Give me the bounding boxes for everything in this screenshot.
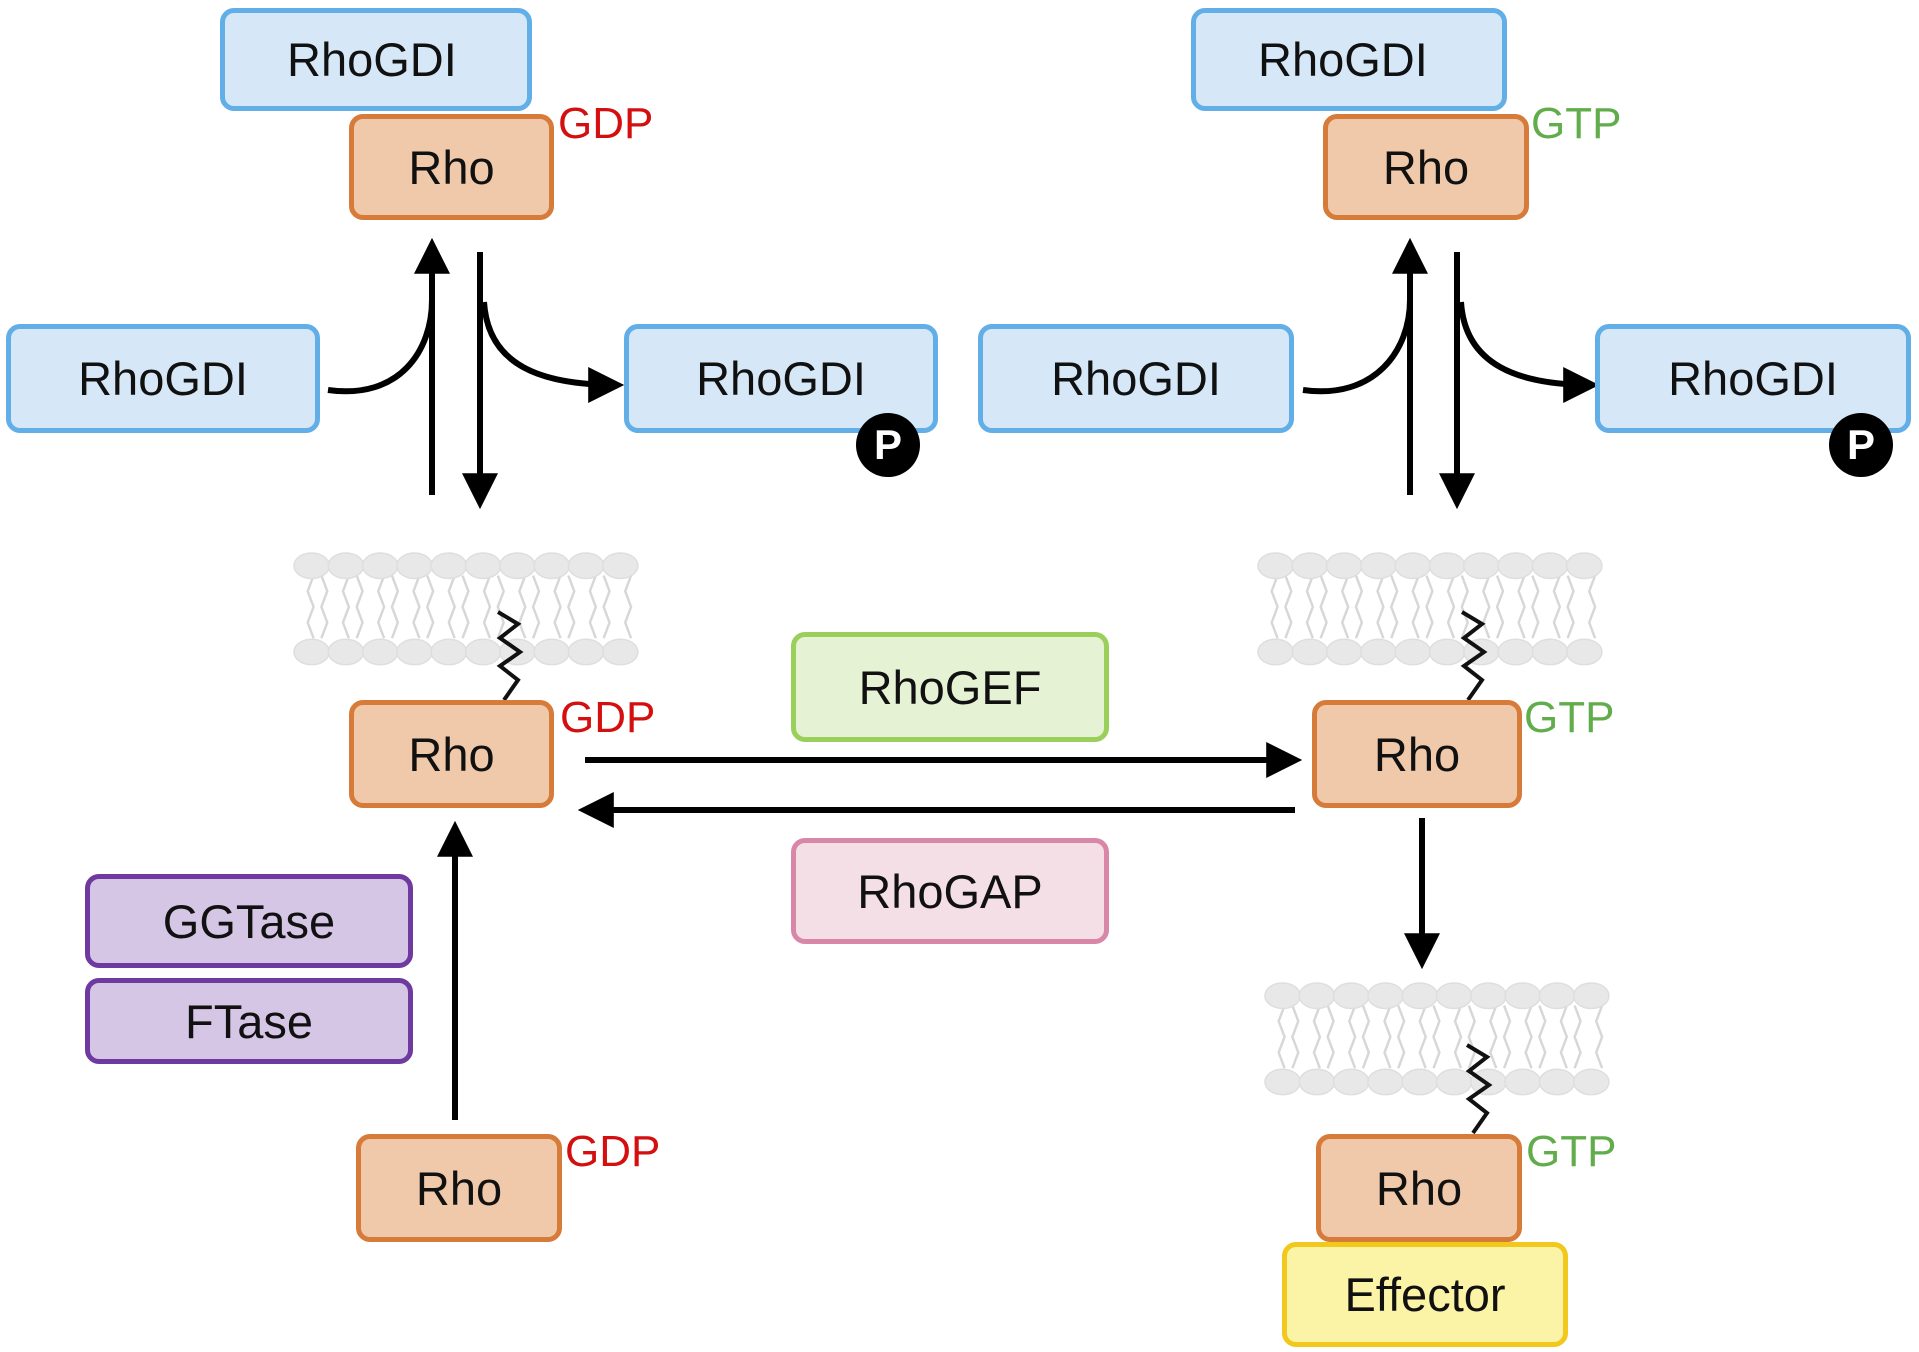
membrane-right-middle bbox=[1256, 551, 1604, 666]
arrow-gdi-binding-right bbox=[1302, 299, 1413, 395]
rhogdi-box: RhoGDI bbox=[1191, 8, 1507, 111]
gdp-label: GDP bbox=[558, 99, 654, 148]
rhogdi-phosphorylated-box: RhoGDI bbox=[624, 324, 938, 433]
effector-box: Effector bbox=[1282, 1242, 1568, 1347]
gdp-label: GDP bbox=[565, 1127, 661, 1176]
rhogef-box: RhoGEF bbox=[791, 632, 1109, 742]
phosphate-icon: P bbox=[856, 413, 920, 477]
phosphate-icon: P bbox=[1829, 413, 1893, 477]
arrow-gdi-release-right bbox=[1458, 301, 1600, 403]
membrane-left-middle bbox=[292, 551, 640, 666]
membrane-right-bottom bbox=[1263, 981, 1611, 1096]
gdp-label: GDP bbox=[560, 693, 656, 742]
rho-membrane-gtp-box: Rho bbox=[1312, 700, 1522, 808]
rhogdi-box: RhoGDI bbox=[220, 8, 532, 111]
gtp-label: GTP bbox=[1531, 99, 1622, 148]
anchor-zigzag-icon bbox=[1465, 1043, 1493, 1135]
ftase-label: FTase bbox=[185, 994, 313, 1048]
rhogdi-label: RhoGDI bbox=[287, 33, 457, 86]
anchor-zigzag-icon bbox=[1460, 610, 1488, 702]
rhogdi-label: RhoGDI bbox=[1051, 352, 1221, 405]
effector-label: Effector bbox=[1344, 1268, 1506, 1321]
rhogap-box: RhoGAP bbox=[791, 838, 1109, 944]
rho-label: Rho bbox=[408, 140, 495, 194]
ggtase-box: GGTase bbox=[85, 874, 413, 968]
rho-effector-bound-box: Rho bbox=[1316, 1134, 1522, 1242]
anchor-zigzag-icon bbox=[496, 610, 524, 702]
rho-box: Rho bbox=[1323, 114, 1529, 220]
rhogef-label: RhoGEF bbox=[858, 660, 1042, 714]
rhogdi-label: RhoGDI bbox=[78, 352, 248, 405]
gtp-label: GTP bbox=[1526, 1127, 1617, 1176]
rho-label: Rho bbox=[408, 727, 495, 781]
rhogdi-free-box: RhoGDI bbox=[978, 324, 1294, 433]
ggtase-label: GGTase bbox=[162, 894, 336, 948]
rho-label: Rho bbox=[1373, 727, 1461, 781]
rhogdi-label: RhoGDI bbox=[1668, 352, 1838, 405]
rho-label: Rho bbox=[1382, 140, 1470, 194]
arrow-gdi-binding-left bbox=[327, 299, 435, 395]
arrow-gdi-release-left bbox=[481, 301, 625, 403]
rho-box: Rho bbox=[349, 114, 554, 220]
rhogap-label: RhoGAP bbox=[857, 864, 1043, 918]
rho-label: Rho bbox=[1375, 1161, 1463, 1215]
ftase-box: FTase bbox=[85, 978, 413, 1064]
gtp-label: GTP bbox=[1524, 693, 1615, 742]
rho-label: Rho bbox=[415, 1161, 503, 1215]
rhogdi-free-box: RhoGDI bbox=[6, 324, 320, 433]
rho-nascent-box: Rho bbox=[356, 1134, 562, 1242]
rho-membrane-gdp-box: Rho bbox=[349, 700, 554, 808]
rhogdi-label: RhoGDI bbox=[1258, 33, 1428, 86]
rhogdi-label: RhoGDI bbox=[696, 352, 866, 405]
